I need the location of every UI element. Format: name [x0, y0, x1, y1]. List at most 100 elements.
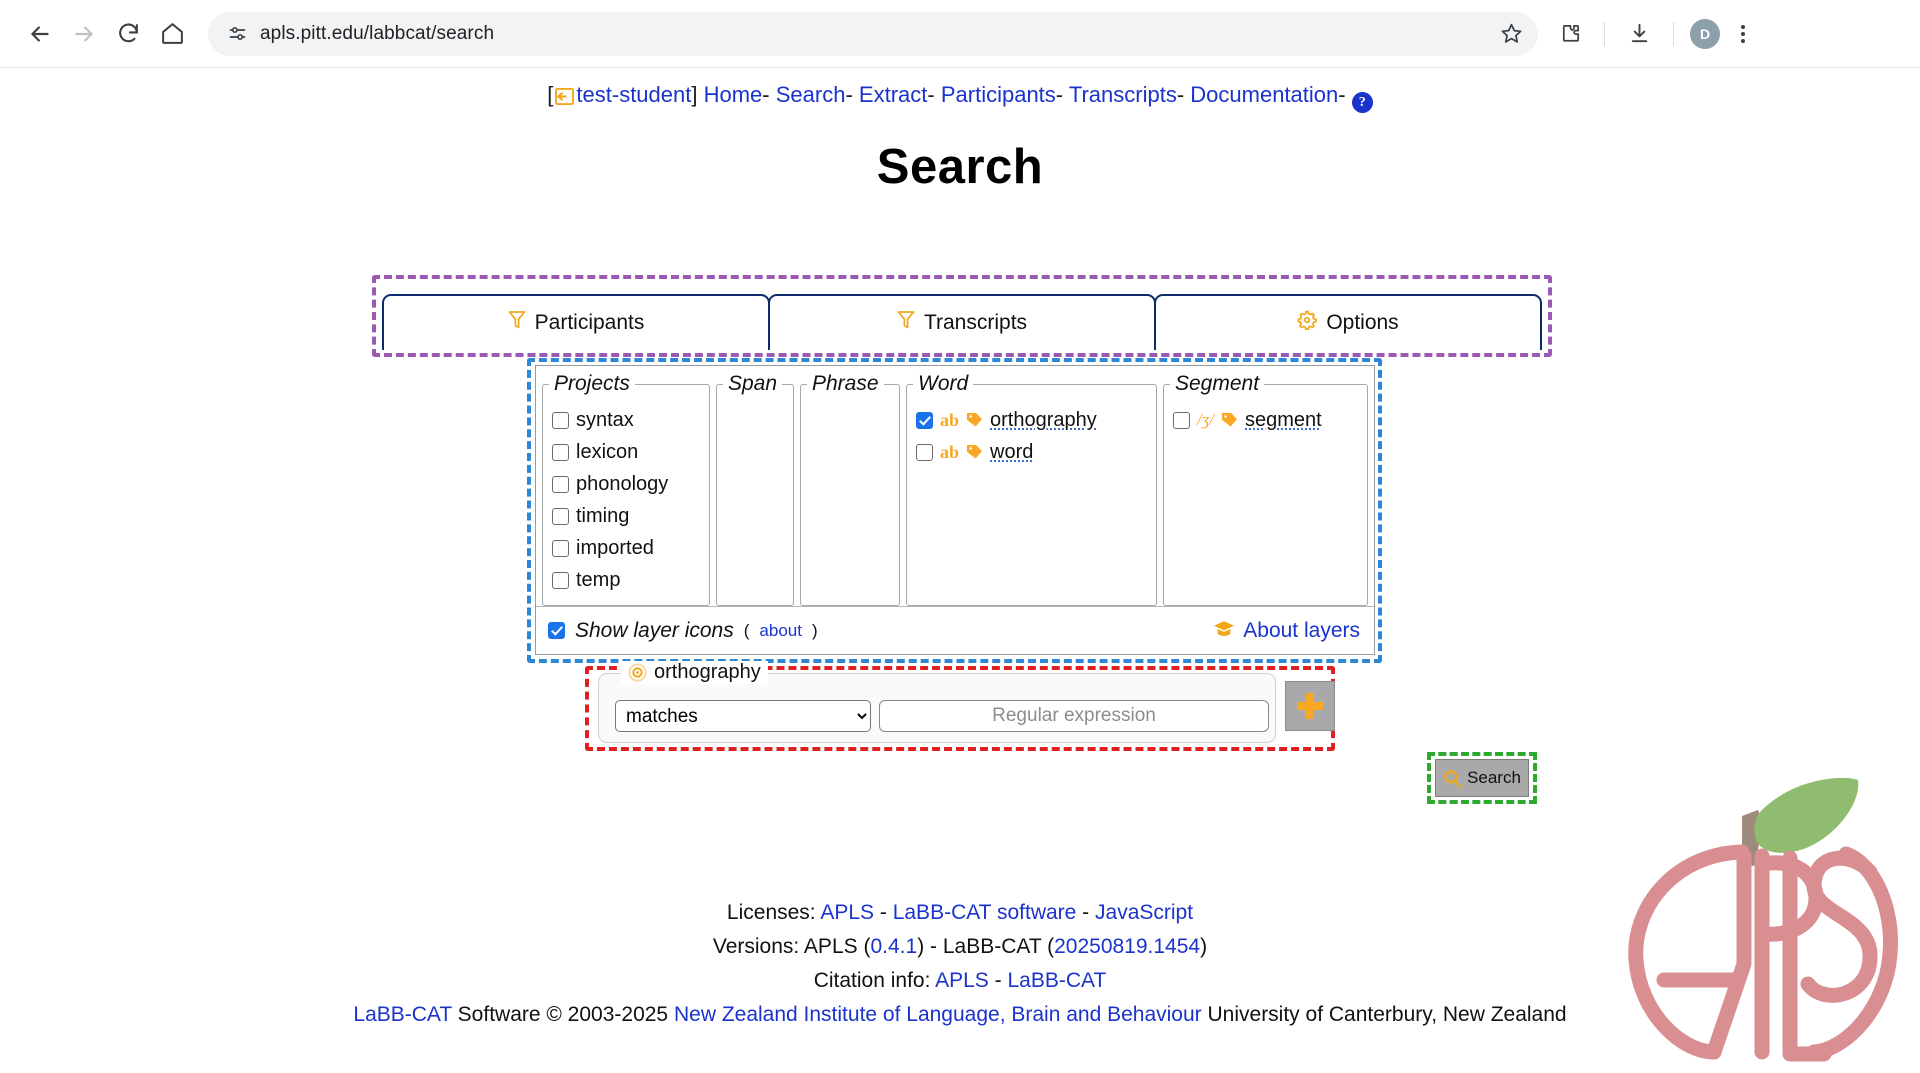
layer-group-span: Span: [716, 372, 794, 606]
forward-button[interactable]: [62, 12, 106, 56]
nav-link-home[interactable]: Home: [703, 82, 763, 107]
about-link[interactable]: about: [759, 620, 802, 640]
layer-row[interactable]: syntax: [549, 404, 703, 436]
license-link-javascript[interactable]: JavaScript: [1095, 901, 1194, 924]
avatar[interactable]: D: [1690, 18, 1720, 49]
downloads-button[interactable]: [1617, 12, 1661, 56]
layer-checkbox-temp[interactable]: [552, 571, 569, 589]
matrix-layer-name: orthography: [654, 661, 761, 683]
layer-checkbox-word[interactable]: [916, 443, 933, 461]
show-layer-icons-checkbox[interactable]: [548, 622, 565, 639]
tag-icon: [966, 444, 983, 460]
tab-participants[interactable]: Participants: [382, 294, 770, 350]
citation-link-apls[interactable]: APLS: [935, 969, 989, 992]
graduation-cap-icon: [1213, 619, 1235, 643]
tune-sliders-icon[interactable]: [222, 19, 252, 49]
about-paren-open: (: [743, 620, 750, 640]
labbcat-link[interactable]: LaBB-CAT: [353, 1003, 452, 1026]
license-link-apls[interactable]: APLS: [820, 901, 875, 924]
versions-suffix: ): [1200, 935, 1208, 958]
layer-label[interactable]: segment: [1245, 408, 1322, 431]
layer-row[interactable]: phonology: [549, 468, 703, 500]
layer-row[interactable]: timing: [549, 500, 703, 532]
layer-label[interactable]: word: [990, 440, 1034, 463]
nav-sep-4: -: [1055, 82, 1064, 107]
nav-link-transcripts[interactable]: Transcripts: [1068, 82, 1177, 107]
nzilbb-link[interactable]: New Zealand Institute of Language, Brain…: [673, 1003, 1202, 1026]
citation-link-labbcat[interactable]: LaBB-CAT: [1007, 969, 1107, 992]
search-button[interactable]: Search: [1435, 759, 1529, 797]
tab-transcripts-label: Transcripts: [923, 311, 1028, 334]
tab-transcripts[interactable]: Transcripts: [768, 294, 1156, 350]
nav-link-participants[interactable]: Participants: [940, 82, 1056, 107]
nav-link-extract[interactable]: Extract: [858, 82, 928, 107]
tab-participants-label: Participants: [534, 311, 645, 334]
nav-sep-6: -: [1338, 82, 1346, 107]
home-button[interactable]: [150, 12, 194, 56]
layer-checkbox-orthography[interactable]: [916, 411, 933, 429]
kebab-menu-icon[interactable]: [1726, 17, 1760, 51]
layers-annotation-outline: [527, 358, 1382, 663]
layer-checkbox-lexicon[interactable]: [552, 443, 569, 461]
help-question-icon[interactable]: ?: [1351, 92, 1373, 113]
layer-row[interactable]: imported: [549, 532, 703, 564]
layer-group-phrase: Phrase: [800, 372, 900, 606]
layer-group-phrase-legend: Phrase: [812, 372, 879, 395]
user-link[interactable]: test-student: [576, 82, 692, 107]
tab-options-label: Options: [1326, 311, 1399, 334]
layer-group-projects: Projects syntax lexicon phonology timing: [542, 372, 710, 606]
about-layers-control[interactable]: About layers: [1213, 619, 1360, 643]
toolbar-divider: [1604, 21, 1605, 46]
about-paren-close: ): [811, 620, 818, 640]
layer-row[interactable]: lexicon: [549, 436, 703, 468]
layer-row[interactable]: ab word: [913, 436, 1150, 468]
layer-picker-panel: Projects syntax lexicon phonology timing: [535, 365, 1375, 655]
nav-sep-5: -: [1176, 82, 1185, 107]
url-text[interactable]: apls.pitt.edu/labbcat/search: [260, 22, 495, 44]
licenses-label: Licenses:: [726, 901, 816, 924]
labbcat-version-link[interactable]: 20250819.1454: [1054, 935, 1201, 958]
footer-licenses-line: Licenses: APLS - LaBB-CAT software - Jav…: [726, 901, 1194, 924]
matrix-pattern-input[interactable]: [879, 700, 1269, 732]
matrix-operator-select[interactable]: matches: [615, 700, 871, 732]
layer-row[interactable]: temp: [549, 564, 703, 596]
nav-link-documentation[interactable]: Documentation: [1190, 82, 1339, 107]
layer-checkbox-phonology[interactable]: [552, 475, 569, 493]
footer-citation-line: Citation info: APLS - LaBB-CAT: [813, 969, 1107, 992]
search-annotation-outline: [1427, 752, 1537, 804]
show-layer-icons-control[interactable]: Show layer icons (about): [548, 619, 818, 643]
add-column-button[interactable]: [1285, 681, 1335, 731]
about-layers-link[interactable]: About layers: [1243, 618, 1360, 642]
apls-version-link[interactable]: 0.4.1: [870, 935, 918, 958]
extensions-button[interactable]: [1548, 12, 1592, 56]
layer-row[interactable]: ab orthography: [913, 404, 1150, 436]
back-button[interactable]: [18, 12, 62, 56]
nav-link-search[interactable]: Search: [775, 82, 846, 107]
versions-label: Versions: APLS (: [712, 935, 871, 958]
layer-label: phonology: [576, 472, 669, 495]
ab-text-icon: ab: [940, 441, 960, 462]
layer-groups: Projects syntax lexicon phonology timing: [536, 366, 1374, 606]
site-nav: [test-student] Home- Search- Extract- Pa…: [0, 68, 1920, 113]
funnel-filter-icon: [508, 310, 526, 336]
footer-versions-line: Versions: APLS (0.4.1) - LaBB-CAT (20250…: [0, 930, 1920, 964]
layer-group-segment: Segment /ʒ/ segment: [1163, 372, 1368, 606]
back-arrow-icon: [31, 25, 49, 42]
layer-checkbox-timing[interactable]: [552, 507, 569, 525]
layer-checkbox-segment[interactable]: [1173, 411, 1190, 429]
versions-mid: ) - LaBB-CAT (: [917, 935, 1055, 958]
plus-icon: [1297, 693, 1323, 719]
address-bar[interactable]: apls.pitt.edu/labbcat/search: [208, 11, 1538, 56]
layer-checkbox-syntax[interactable]: [552, 411, 569, 429]
tab-options[interactable]: Options: [1154, 294, 1542, 350]
citation-label: Citation info:: [813, 969, 931, 992]
reload-button[interactable]: [106, 12, 150, 56]
star-icon[interactable]: [1496, 19, 1526, 49]
bracket-close: ]: [691, 82, 698, 107]
layer-label: syntax: [576, 408, 634, 431]
layer-row[interactable]: /ʒ/ segment: [1170, 404, 1361, 436]
layer-label[interactable]: orthography: [990, 408, 1097, 431]
layer-checkbox-imported[interactable]: [552, 539, 569, 557]
license-link-labbcat[interactable]: LaBB-CAT software: [892, 901, 1077, 924]
toolbar-actions: D: [1548, 12, 1760, 56]
